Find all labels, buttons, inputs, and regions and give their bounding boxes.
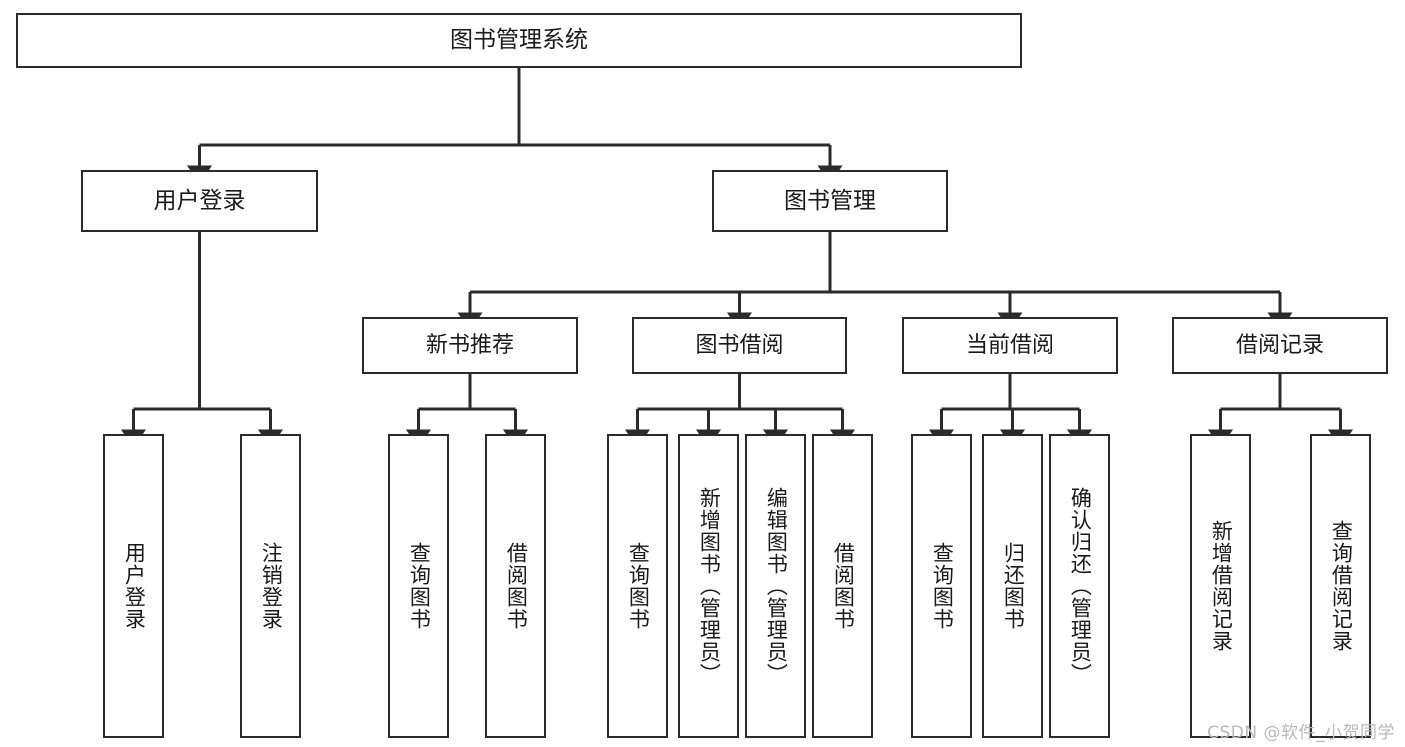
leaf-leaf-query-book-3[interactable]: 查询图书 (911, 434, 972, 738)
leaf-leaf-query-book-1[interactable]: 查询图书 (388, 434, 449, 738)
leaf-leaf-query-book-2[interactable]: 查询图书 (607, 434, 668, 738)
node-label: 图书管理 (784, 187, 876, 214)
leaf-leaf-query-record[interactable]: 查询借阅记录 (1310, 434, 1371, 738)
node-label: 查询图书 (407, 542, 432, 630)
node-label: 借阅图书 (504, 542, 529, 630)
node-label: 新增图书（管理员） (697, 487, 722, 685)
leaf-leaf-borrow-book-1[interactable]: 借阅图书 (485, 434, 546, 738)
node-label: 编辑图书（管理员） (764, 487, 789, 685)
node-borrow-record[interactable]: 借阅记录 (1172, 317, 1388, 374)
node-label: 图书借阅 (695, 332, 784, 358)
leaf-leaf-borrow-book-2[interactable]: 借阅图书 (812, 434, 873, 738)
leaf-leaf-user-login[interactable]: 用户登录 (103, 434, 164, 738)
node-label: 用户登录 (153, 187, 246, 214)
node-label: 借阅图书 (831, 542, 856, 630)
node-label: 归还图书 (1001, 542, 1026, 630)
node-book-borrow[interactable]: 图书借阅 (632, 317, 847, 374)
node-label: 新增借阅记录 (1209, 520, 1234, 652)
node-label: 新书推荐 (425, 332, 514, 358)
node-new-book-rec[interactable]: 新书推荐 (362, 317, 578, 374)
leaf-leaf-user-logout[interactable]: 注销登录 (240, 434, 301, 738)
leaf-leaf-return-book[interactable]: 归还图书 (982, 434, 1043, 738)
edges (120, 68, 1354, 448)
leaf-leaf-add-record[interactable]: 新增借阅记录 (1190, 434, 1251, 738)
node-user-login[interactable]: 用户登录 (81, 170, 318, 232)
leaf-leaf-confirm-return[interactable]: 确认归还（管理员） (1049, 434, 1110, 738)
node-label: 确认归还（管理员） (1068, 487, 1093, 685)
node-label: 借阅记录 (1235, 332, 1324, 358)
leaf-leaf-edit-book[interactable]: 编辑图书（管理员） (745, 434, 806, 738)
node-label: 当前借阅 (965, 332, 1054, 358)
node-label: 用户登录 (122, 542, 147, 630)
node-label: 图书管理系统 (450, 27, 588, 54)
node-label: 查询图书 (626, 542, 651, 630)
leaf-leaf-add-book[interactable]: 新增图书（管理员） (678, 434, 739, 738)
node-root[interactable]: 图书管理系统 (16, 13, 1022, 68)
node-current-borrow[interactable]: 当前借阅 (902, 317, 1118, 374)
node-book-manage[interactable]: 图书管理 (712, 170, 948, 232)
node-label: 注销登录 (259, 542, 284, 630)
node-label: 查询借阅记录 (1329, 520, 1354, 652)
node-label: 查询图书 (930, 542, 955, 630)
watermark-text: CSDN @软件_小贺同学 (1207, 723, 1395, 743)
